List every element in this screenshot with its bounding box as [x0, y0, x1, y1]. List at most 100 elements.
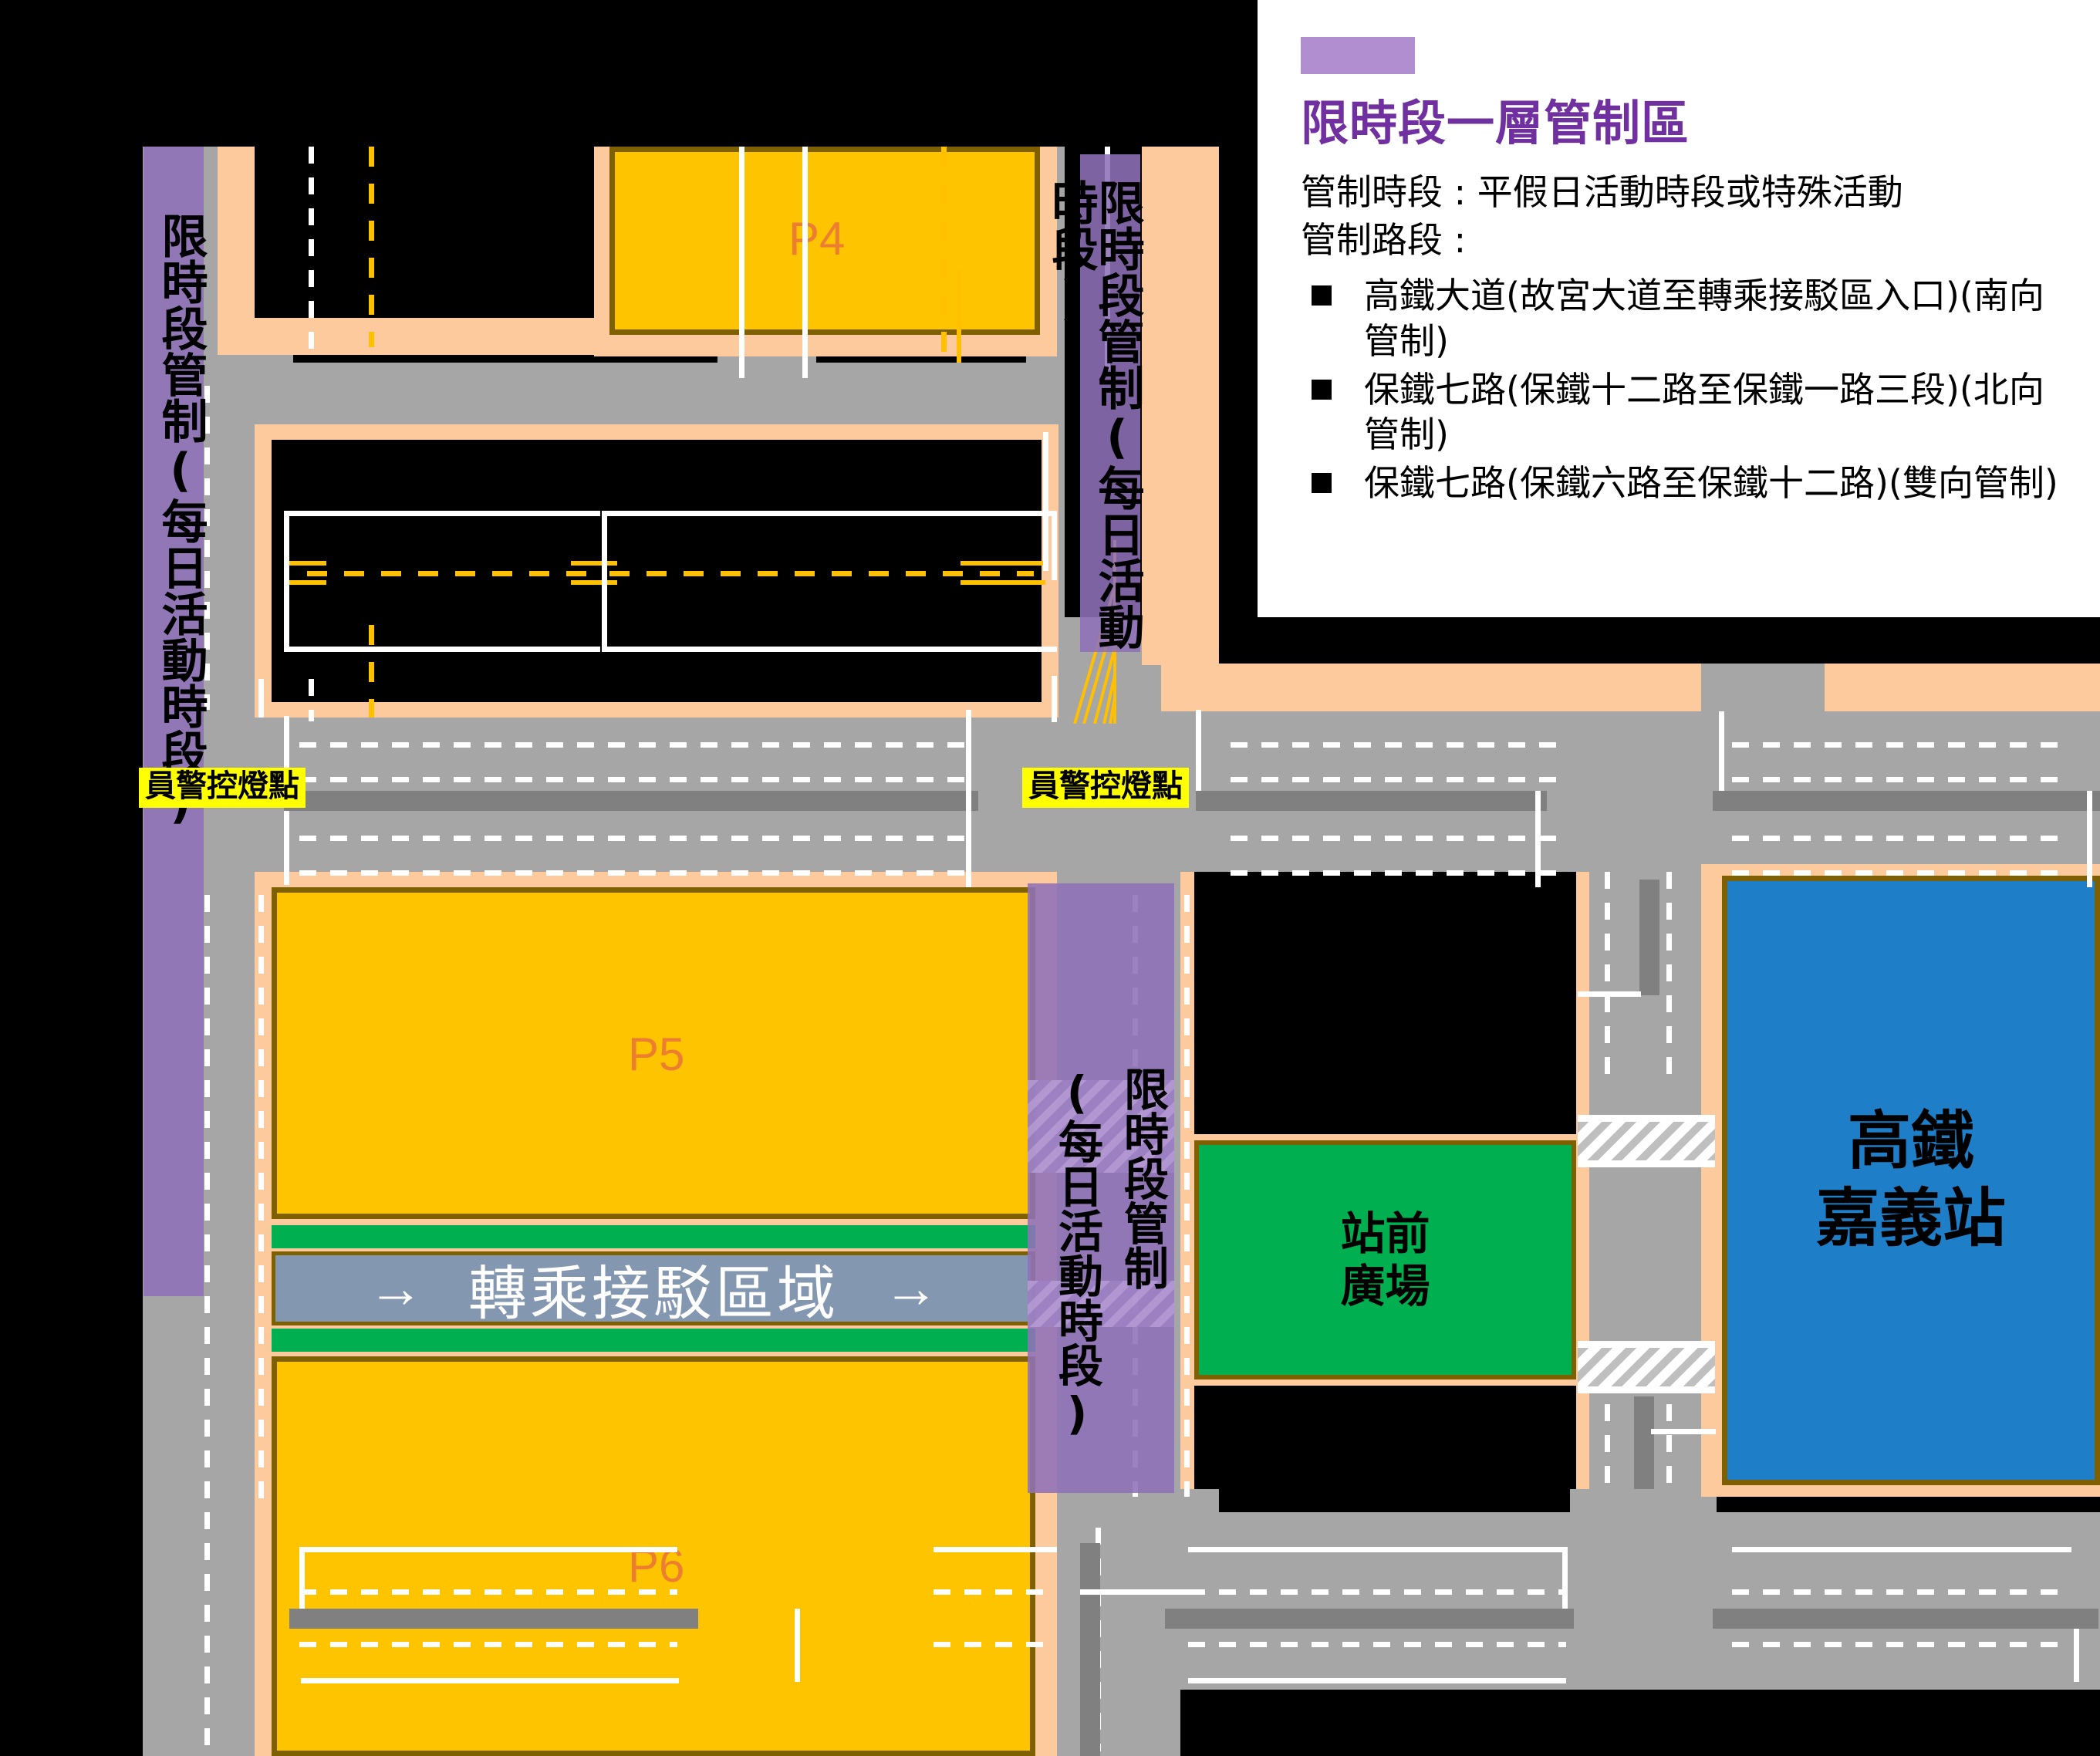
west-road-dash-a [204, 895, 210, 1756]
west-road-dash-c [204, 386, 210, 710]
main-edge-r-left-top [1719, 710, 1724, 791]
main-edge-m-left-top [1196, 710, 1201, 791]
low-stopline-l2 [301, 1678, 679, 1683]
main-lane-dash-l1 [299, 742, 971, 748]
yellow-tip-ul-a [284, 561, 326, 566]
edge-line-west-mid [258, 679, 264, 718]
median-main-right [1713, 791, 2100, 811]
green-band-bottom [272, 1329, 1035, 1352]
block-plaza-north [1194, 872, 1576, 1134]
edge-line-ur-vert-a [284, 511, 289, 650]
controlled-zone-west-label: 限時段管制(每日活動時段) [154, 212, 208, 829]
low-stopline-m [934, 1547, 1057, 1552]
center-yellow-road-upper-right [609, 571, 1034, 576]
median-main-left [284, 791, 978, 811]
edge-line-mid-right [802, 147, 808, 378]
center-yellow-nw [369, 147, 374, 347]
median-low-right [1165, 1609, 1574, 1629]
main-lane-dash-l4 [299, 870, 971, 876]
legend-color-swatch [1301, 37, 1415, 74]
legend-title: 限時段一層管制區 [1301, 95, 1690, 151]
station-road-dash-a [1605, 872, 1610, 1088]
parking-lot-p4[interactable]: P4 [609, 147, 1040, 335]
edge-line-ur-vert-b [602, 511, 607, 650]
main-edge-left-top [284, 716, 289, 785]
stopline-upper-left [284, 511, 600, 516]
edge-line-east-taper [1043, 432, 1048, 571]
main-lane-dash-r1 [1732, 742, 2071, 748]
yellow-tip-ur-a [961, 561, 1045, 566]
low-edge-l-v2 [795, 1609, 800, 1682]
hsr-chiayi-station[interactable]: 高鐵嘉義站 [1722, 876, 2100, 1485]
median-low-left [289, 1609, 698, 1629]
main-edge-mid-lower [966, 791, 971, 887]
bullet-square-icon [1312, 285, 1332, 306]
bullet-square-icon [1312, 473, 1332, 494]
station-road-stop-s [1651, 1429, 1716, 1434]
stopline-upper-right [602, 511, 1057, 516]
low-dash-r2 [1188, 1642, 1566, 1647]
green-band-top [272, 1225, 1035, 1248]
yellow-tip-ul-b [284, 580, 326, 585]
low-stopline-far-r [1732, 1547, 2071, 1552]
controlled-zone-north-east[interactable] [1080, 154, 1140, 652]
median-main-mid [1196, 791, 1547, 811]
police-signal-tag-left[interactable]: 員警控燈點 [139, 768, 306, 808]
edge-line-ur-vert-c [1052, 511, 1057, 580]
station-road-dash-c [1605, 1404, 1610, 1497]
controlled-zone-inner-south[interactable] [1028, 883, 1174, 1493]
parking-lot-p6[interactable]: P6 [272, 1356, 1035, 1756]
legend-section-line: 管制路段 : [1301, 218, 1467, 261]
edge-line-mid-left [739, 147, 744, 378]
main-lane-dash-l2 [299, 777, 971, 782]
legend-item-text: 高鐵大道(故宮大道至轉乘接駁區入口)(南向管制) [1364, 274, 2044, 362]
main-lane-dash-m4 [1231, 870, 1562, 876]
low-dash-l2 [299, 1642, 677, 1647]
main-edge-m-right-bot [1535, 791, 1541, 887]
station-road-stop-n [1578, 991, 1641, 997]
legend-item: 保鐵七路(保鐵十二路至保鐵一路三段)(北向管制) [1301, 367, 2066, 458]
station-road-dash-d [1666, 1404, 1672, 1497]
parking-lot-p4-label: P4 [788, 213, 846, 265]
low-dash-r1 [1188, 1589, 1566, 1595]
block-plaza-south [1194, 1386, 1576, 1489]
controlled-zone-north-east-label: 限時段管制(每日活動時段) [1044, 179, 1144, 650]
low-dash-m2 [934, 1642, 1057, 1647]
main-lane-dash-r3 [1732, 836, 2071, 841]
controlled-zone-west-south[interactable] [143, 887, 204, 1296]
parking-lot-p5-label: P5 [628, 1028, 685, 1080]
controlled-zone-inner-label-1: 限時段管制 [1116, 1066, 1169, 1290]
controlled-zone-west[interactable] [143, 147, 204, 887]
low-dash-far-r2 [1732, 1642, 2071, 1647]
legend-item: 高鐵大道(故宮大道至轉乘接駁區入口)(南向管制) [1301, 273, 2066, 364]
center-yellow-upper-a [941, 147, 947, 363]
low-dash-m1 [934, 1589, 1057, 1595]
parking-lot-p5[interactable]: P5 [272, 887, 1035, 1219]
station-front-plaza[interactable]: 站前廣場 [1194, 1140, 1576, 1379]
shuttle-arrow-right-icon: → [883, 1258, 939, 1319]
police-signal-tag-right[interactable]: 員警控燈點 [1022, 768, 1189, 808]
legend-items-list: 高鐵大道(故宮大道至轉乘接駁區入口)(南向管制) 保鐵七路(保鐵十二路至保鐵一路… [1301, 273, 2066, 506]
shuttle-arrow-left-icon: → [368, 1258, 424, 1319]
main-lane-dash-m1 [1231, 742, 1562, 748]
yellow-tip-um-a [571, 561, 617, 566]
main-edge-mid-upper [966, 710, 971, 791]
west-road-dash-b [258, 895, 264, 1512]
low-dash-l1 [299, 1589, 677, 1595]
crosswalk-station-south [1578, 1341, 1715, 1393]
controlled-zone-inner-label-2: (每日活動時段) [1051, 1066, 1103, 1440]
legend-item: 保鐵七路(保鐵六路至保鐵十二路)(雙向管制) [1301, 461, 2066, 506]
main-edge-left-bot [284, 804, 289, 885]
main-edge-r-right-bot [2087, 791, 2092, 887]
median-station-road-s [1634, 1396, 1654, 1489]
main-lane-dash-m2 [1231, 777, 1562, 782]
shuttle-zone-label: 轉乘接駁區域 [468, 1259, 839, 1328]
lane-dash-west-mid-a [309, 679, 314, 721]
shuttle-transfer-zone[interactable]: → 轉乘接駁區域 → [272, 1251, 1035, 1328]
crosswalk-station-north [1578, 1115, 1715, 1167]
inner-road-stop-south [1080, 1589, 1188, 1595]
center-yellow-road-upper-left [307, 571, 600, 576]
stopline-upper-right2 [602, 647, 1057, 652]
yellow-tip-um-b [571, 580, 617, 585]
legend-panel: 限時段一層管制區 管制時段 : 平假日活動時段或特殊活動 管制路段 : 高鐵大道… [1258, 0, 2100, 617]
